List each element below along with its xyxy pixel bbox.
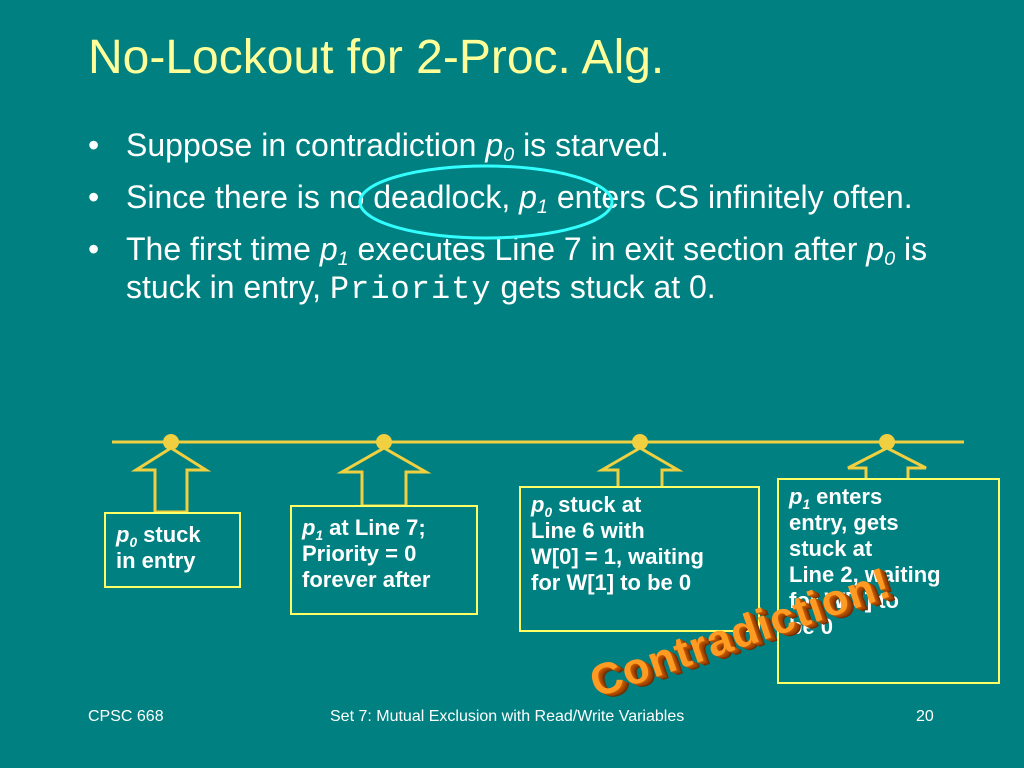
state-box-p0-line6: p0 stuck at Line 6 with W[0] = 1, waitin…: [519, 486, 760, 632]
bullet-1-process-var: p: [485, 127, 504, 163]
bullet-3: • The first time p1 executes Line 7 in e…: [88, 230, 928, 309]
box-2-line-2: Priority = 0: [302, 541, 417, 566]
bullet-dot: •: [88, 127, 100, 163]
box-3-process-var: p: [531, 492, 545, 517]
bullet-3-text-pre: The first time: [126, 231, 320, 267]
box-3-line-1: stuck at: [552, 492, 642, 517]
box-1-process-var: p: [116, 522, 130, 547]
bullet-2-text-pre: Since there is no deadlock,: [126, 179, 520, 215]
bullet-2-process-var: p: [519, 179, 537, 215]
state-box-p1-line7: p1 at Line 7; Priority = 0 forever after: [290, 505, 478, 615]
arrow-1: [130, 446, 212, 514]
bullet-3-process-var-1: p: [319, 231, 338, 267]
bullet-2-text-post: enters CS infinitely often.: [547, 179, 913, 215]
bullet-1-process-sub: 0: [503, 144, 515, 166]
slide-title: No-Lockout for 2-Proc. Alg.: [88, 31, 665, 84]
box-4-line-3: stuck at: [789, 536, 873, 561]
bullet-dot: •: [88, 179, 100, 215]
box-4-line-6: be 0: [789, 614, 834, 639]
timeline-dot-3: [632, 434, 648, 450]
deadlock-highlight-ellipse: [358, 164, 614, 240]
box-3-process-sub: 0: [544, 505, 553, 520]
footer-center: Set 7: Mutual Exclusion with Read/Write …: [330, 708, 685, 725]
bullet-3-process-var-2: p: [866, 231, 885, 267]
timeline-dot-4: [879, 434, 895, 450]
bullet-dot: •: [88, 231, 100, 267]
box-2-line-1: at Line 7;: [323, 515, 426, 540]
box-1-process-sub: 0: [129, 535, 138, 550]
box-4-process-sub: 1: [802, 497, 811, 512]
bullet-1: • Suppose in contradiction p0 is starved…: [88, 126, 928, 166]
box-2-process-var: p: [302, 515, 316, 540]
timeline-dot-2: [376, 434, 392, 450]
state-box-p0-stuck: p0 stuck in entry: [104, 512, 241, 588]
footer-page-number: 20: [916, 708, 934, 725]
priority-code: Priority: [329, 271, 492, 308]
bullet-list: • Suppose in contradiction p0 is starved…: [88, 126, 928, 323]
box-2-process-sub: 1: [315, 528, 324, 543]
bullet-3-text-mid2: is stuck in entry,: [126, 231, 928, 305]
bullet-3-text-post: gets stuck at 0.: [491, 269, 716, 305]
bullet-3-process-sub-1: 1: [337, 248, 349, 270]
arrow-2: [336, 446, 432, 508]
box-3-line-2: Line 6 with: [531, 518, 645, 543]
box-4-line-1: enters: [810, 484, 883, 509]
arrow-4: [847, 446, 927, 482]
box-4-line-4: Line 2, waiting: [789, 562, 941, 587]
bullet-1-text-post: is starved.: [514, 127, 669, 163]
bullet-2: • Since there is no deadlock, p1 enters …: [88, 178, 928, 218]
box-4-process-var: p: [789, 484, 803, 509]
bullet-2-process-sub: 1: [536, 196, 548, 218]
box-4-line-5: for W[0] to: [789, 588, 899, 613]
arrow-3: [596, 446, 684, 490]
box-3-line-3: W[0] = 1, waiting: [531, 544, 704, 569]
bullet-3-process-sub-2: 0: [884, 248, 896, 270]
timeline-dot-1: [163, 434, 179, 450]
box-2-line-3: forever after: [302, 567, 431, 592]
box-3-line-4: for W[1] to be 0: [531, 570, 692, 595]
bullet-1-text-pre: Suppose in contradiction: [126, 127, 486, 163]
box-1-line-1: stuck: [137, 522, 201, 547]
box-4-line-2: entry, gets: [789, 510, 899, 535]
footer-left: CPSC 668: [88, 708, 164, 725]
box-1-line-2: in entry: [116, 548, 196, 573]
state-box-p1-line2: p1 enters entry, gets stuck at Line 2, w…: [777, 478, 1000, 684]
